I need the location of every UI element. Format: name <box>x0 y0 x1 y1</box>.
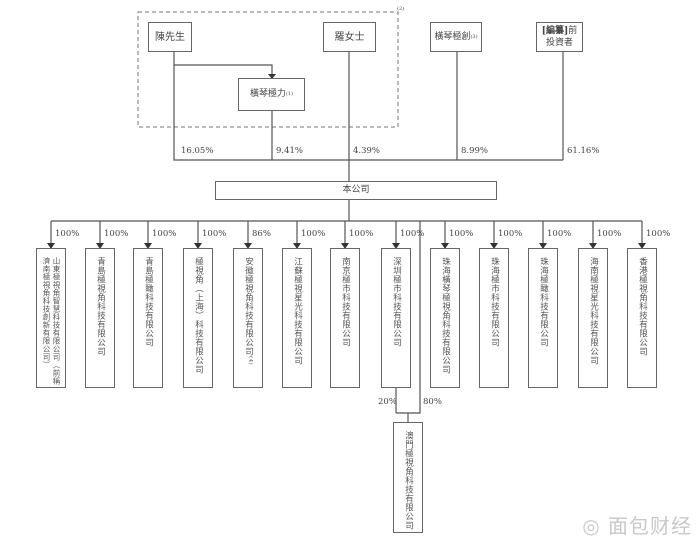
subsidiary-label: 江蘇極視星光科技有限公司 <box>292 257 303 365</box>
shareholder-label: 前投資者 <box>545 26 578 48</box>
note-marker: (2) <box>397 6 405 12</box>
subsidiary-label: 珠海橫琴極視角科技有限公司 <box>440 257 451 374</box>
shareholder-luo: 羅女士 <box>323 22 376 52</box>
subsidiary-label: 山東極視角智慧科技有限公司（前稱濟南極視角科技創新有限公司） <box>42 257 61 385</box>
pct-subsidiary: 100% <box>152 229 177 239</box>
arrow-head <box>144 243 152 249</box>
pct-subsidiary: 100% <box>104 229 129 239</box>
subsidiary-label: 南京極市科技有限公司 <box>340 257 351 347</box>
pct-subsidiary: 100% <box>449 229 474 239</box>
subsidiary-box: 青島極視角科技有限公司 <box>85 248 115 388</box>
company-label: 本公司 <box>342 185 370 195</box>
subsidiary-box: 珠海極瞰科技有限公司 <box>528 248 558 388</box>
pct-subsidiary: 100% <box>301 229 326 239</box>
arrow-head <box>244 243 252 249</box>
subsidiary-box: 南京極市科技有限公司 <box>330 248 360 388</box>
subsidiary-macau: 澳門極視角科技有限公司 <box>393 422 423 533</box>
weibo-icon: ◎ <box>582 514 601 538</box>
subsidiary-box: 青島極瞰科技有限公司 <box>133 248 163 388</box>
arrow-head <box>589 243 597 249</box>
shareholder-line <box>173 52 563 161</box>
control-arrow-line <box>174 64 273 76</box>
pct-subsidiary: 100% <box>498 229 523 239</box>
shareholder-investors: [編纂]前投資者 <box>536 22 583 52</box>
footnote-ref: (3) <box>470 33 478 40</box>
pct-subsidiary: 100% <box>55 229 80 239</box>
subsidiary-label: 珠海極市科技有限公司 <box>489 257 500 347</box>
subsidiary-label: 青島極視角科技有限公司 <box>95 257 106 356</box>
subsidiary-label: 珠海極瞰科技有限公司 <box>538 257 549 347</box>
subsidiary-box: 江蘇極視星光科技有限公司 <box>282 248 312 388</box>
shareholder-label: 羅女士 <box>334 31 365 43</box>
watermark: ◎ 面包财经 <box>582 510 692 539</box>
watermark-text: 面包财经 <box>608 514 692 538</box>
arrow-head <box>441 243 449 249</box>
arrow-head <box>638 243 646 249</box>
arrow-head <box>341 243 349 249</box>
subsidiary-box: 海南極視星光科技有限公司 <box>578 248 608 388</box>
controlling-group-outline <box>137 11 399 128</box>
pct-subsidiary: 100% <box>349 229 374 239</box>
shareholder-label: 橫琴極創 <box>434 31 471 42</box>
subsidiary-label: 香港極視角科技有限公司 <box>637 257 648 356</box>
redacted-label: [編纂] <box>541 26 569 36</box>
subsidiary-box: 安徽極視角科技有限公司⁽⁴⁾ <box>233 248 263 388</box>
subsidiary-label: 極視角（上海）科技有限公司 <box>193 257 204 374</box>
pct-macau-shenzhen: 20% <box>378 397 397 407</box>
arrow-head <box>47 243 55 249</box>
shareholder-jichuang: 橫琴極創(3) <box>430 22 482 52</box>
arrow-head <box>539 243 547 249</box>
footnote-ref: (1) <box>285 91 294 97</box>
subsidiary-box: 香港極視角科技有限公司 <box>627 248 657 388</box>
pct-subsidiary: 100% <box>202 229 227 239</box>
subsidiary-label: 澳門極視角科技有限公司 <box>403 431 414 530</box>
subsidiary-label: 深圳極市科技有限公司 <box>391 257 402 347</box>
pct-investors: 61.16% <box>567 146 600 156</box>
macau-company-line <box>396 221 421 414</box>
subsidiary-box: 珠海極市科技有限公司 <box>479 248 509 388</box>
shareholder-label: 橫琴極力 <box>249 89 286 99</box>
pct-jichuang: 8.99% <box>461 146 489 156</box>
pct-luo: 4.39% <box>353 146 381 156</box>
pct-jili: 9.41% <box>276 146 304 156</box>
subsidiary-box: 極視角（上海）科技有限公司 <box>183 248 213 388</box>
arrow-head <box>293 243 301 249</box>
arrow-head <box>96 243 104 249</box>
pct-macau-company: 80% <box>423 397 442 407</box>
pct-subsidiary: 100% <box>547 229 572 239</box>
pct-subsidiary: 100% <box>597 229 622 239</box>
arrow-head <box>392 243 400 249</box>
subsidiary-label: 海南極視星光科技有限公司 <box>588 257 599 365</box>
subsidiary-label: 青島極瞰科技有限公司 <box>143 257 154 347</box>
shareholder-label: 陳先生 <box>155 31 185 43</box>
shareholder-jili: 橫琴極力(1) <box>238 78 305 111</box>
subsidiary-label: 安徽極視角科技有限公司⁽⁴⁾ <box>243 257 254 366</box>
subsidiary-box: 珠海橫琴極視角科技有限公司 <box>430 248 460 388</box>
shareholder-chen: 陳先生 <box>148 22 192 52</box>
arrow-head <box>194 243 202 249</box>
company-box: 本公司 <box>215 181 497 200</box>
arrow-head <box>490 243 498 249</box>
subsidiary-box: 山東極視角智慧科技有限公司（前稱濟南極視角科技創新有限公司） <box>36 248 66 388</box>
subsidiary-box: 深圳極市科技有限公司 <box>381 248 411 388</box>
pct-subsidiary: 100% <box>646 229 671 239</box>
pct-subsidiary: 100% <box>400 229 425 239</box>
pct-subsidiary: 86% <box>252 229 271 239</box>
pct-chen: 16.05% <box>181 146 214 156</box>
arrow-head <box>268 74 276 79</box>
